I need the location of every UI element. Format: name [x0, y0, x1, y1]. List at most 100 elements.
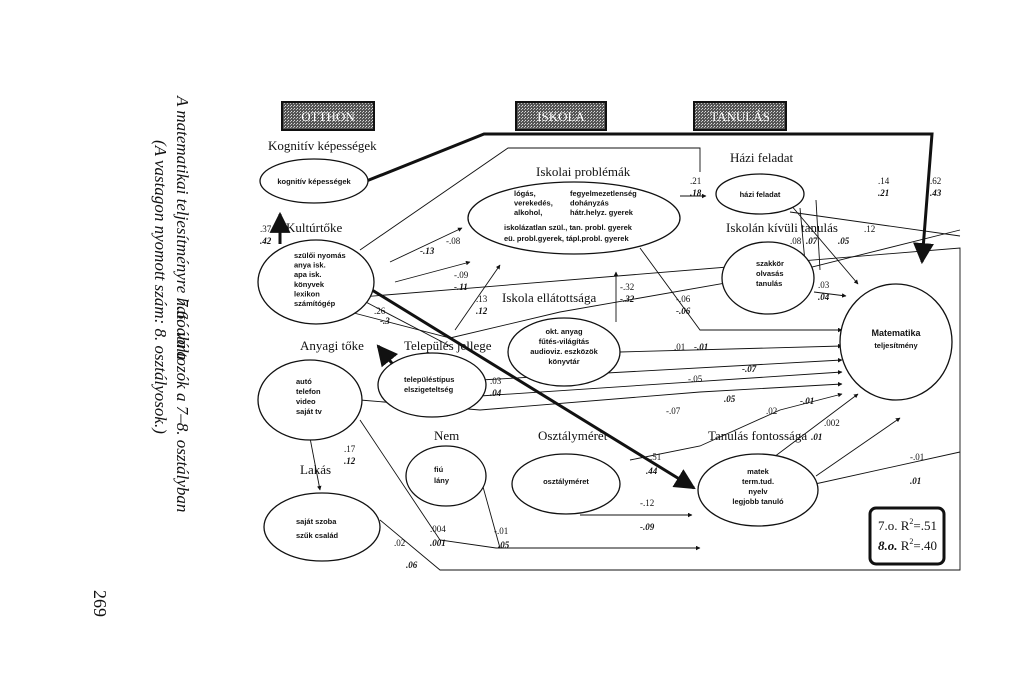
coefficient-c-01d: -.01: [494, 526, 508, 536]
figure-caption-line1: A matematikai teljesítményre ható változ…: [173, 96, 192, 513]
group-kivul: Iskolán kívüli tanulás: [726, 220, 838, 235]
coefficient-c-08a: -.08: [446, 236, 461, 246]
coefficient-c-42: .42: [260, 236, 272, 246]
header-tanulas-label: TANULÁS: [710, 109, 770, 124]
node-ellatottsag-line-2: audioviz. eszközök: [530, 347, 598, 356]
coefficient-c-43: .43: [930, 188, 942, 198]
coefficient-c-13a: -.13: [420, 246, 435, 256]
coefficients: .37.42-.13-.08-.09-.11.26-.3.13.12.21.18…: [260, 176, 942, 570]
header-otthon-label: OTTHON: [301, 109, 355, 124]
node-fontossag-line-1: term.tud.: [742, 477, 774, 486]
node-problemak-row-1-0: verekedés,: [514, 199, 553, 208]
coefficient-c-03a: .03: [818, 280, 830, 290]
coefficient-c-06c: .06: [406, 560, 418, 570]
node-lakas: [263, 492, 381, 562]
coefficient-c-06a: -.06: [676, 294, 691, 304]
coefficient-c-18: .18: [690, 188, 702, 198]
node-kulturtoke-line-2: apa isk.: [294, 270, 322, 279]
coefficient-c-01a: .01: [674, 342, 685, 352]
coefficient-c-06b: -.06: [676, 306, 691, 316]
node-anyagi-line-3: saját tv: [296, 407, 323, 416]
group-telepules: Település jellege: [404, 338, 492, 353]
node-fontossag: [697, 453, 819, 527]
figure-caption-line2: (A vastagon nyomott szám: 8. osztályosok…: [151, 140, 170, 434]
node-kulturtoke-line-0: szülői nyomás: [294, 251, 346, 260]
r2-box: 7.o. R2=.51 8.o. R2=.40: [868, 506, 946, 566]
node-kivul-line-1: olvasás: [756, 269, 784, 278]
coefficient-c-09: -.09: [454, 270, 469, 280]
coefficient-c-12c: .12: [344, 456, 356, 466]
coefficient-c-05b: -.05: [688, 374, 703, 384]
node-kognitiv-line-0: kognitív képességek: [277, 177, 351, 186]
node-kivul: [721, 241, 815, 315]
node-anyagi-line-0: autó: [296, 377, 312, 386]
coefficient-c-12b: .12: [864, 224, 875, 234]
coefficient-c-02b: .02: [394, 538, 405, 548]
coefficient-c-05a: .05: [838, 236, 850, 246]
coefficient-c-12a: .12: [476, 306, 488, 316]
coefficient-c-32b: -.32: [620, 294, 635, 304]
node-telepules-line-0: településtípus: [404, 375, 454, 384]
coefficient-c-01e: -.01: [910, 452, 924, 462]
node-problemak-extra-1: eü. probl.gyerek, tápl.probl. gyerek: [504, 234, 629, 243]
coefficient-c-07a: .07: [806, 236, 818, 246]
node-hazi-line-0: házi feladat: [740, 190, 781, 199]
node-ellatottsag: [507, 317, 621, 387]
node-anyagi-line-1: telefon: [296, 387, 321, 396]
node-problemak-row-2-1: hátr.helyz. gyerek: [570, 208, 634, 217]
node-ellatottsag-line-3: könyvtár: [548, 357, 579, 366]
node-nem-line-1: lány: [434, 476, 450, 485]
node-nem-line-0: fiú: [434, 465, 444, 474]
coefficient-c-004: .004: [430, 524, 446, 534]
coefficient-c-44: .44: [646, 466, 658, 476]
node-problemak-row-2-0: alkohol,: [514, 208, 542, 217]
coefficient-c-01f: .01: [910, 476, 921, 486]
group-kognitiv: Kognitív képességek: [268, 138, 377, 153]
header-iskola: ISKOLA: [515, 101, 607, 131]
node-problemak-row-1-1: dohányzás: [570, 199, 609, 208]
header-otthon: OTTHON: [281, 101, 375, 131]
coefficient-c-12d: -.12: [640, 498, 654, 508]
node-anyagi-line-2: video: [296, 397, 316, 406]
node-kulturtoke-line-3: könyvek: [294, 280, 325, 289]
node-matematika: [839, 283, 953, 401]
coefficient-c-04a: .04: [818, 292, 830, 302]
node-problemak-row-0-1: fegyelmezetlenség: [570, 189, 637, 198]
coefficient-c-37: .37: [260, 224, 272, 234]
node-kivul-line-0: szakkör: [756, 259, 784, 268]
node-kulturtoke-line-5: számítógép: [294, 299, 336, 308]
coefficient-c-08b: .08: [790, 236, 802, 246]
node-osztalymeret: [511, 453, 621, 515]
coefficient-c-32a: -.32: [620, 282, 634, 292]
node-kivul-line-2: tanulás: [756, 279, 782, 288]
group-hazi: Házi feladat: [730, 150, 794, 165]
coefficient-c-13b: .13: [476, 294, 488, 304]
r2-line-7: 7.o. R2=.51: [878, 517, 937, 533]
node-kulturtoke-line-4: lexikon: [294, 289, 320, 298]
group-lakas: Lakás: [300, 462, 331, 477]
node-ellatottsag-line-0: okt. anyag: [545, 327, 583, 336]
coefficient-c-02a: .02: [766, 406, 777, 416]
coefficient-c-62: .62: [930, 176, 941, 186]
group-problemak: Iskolai problémák: [536, 164, 631, 179]
group-ellatottsag: Iskola ellátottsága: [502, 290, 596, 305]
coefficient-c-3: -.3: [380, 316, 390, 326]
coefficient-c-14: .14: [878, 176, 890, 186]
coefficient-c-51: .51: [650, 452, 661, 462]
node-nem: [405, 445, 487, 507]
node-kognitiv: [259, 158, 369, 204]
header-tanulas: TANULÁS: [693, 101, 787, 131]
header-iskola-label: ISKOLA: [537, 109, 585, 124]
node-problemak-extra-0: iskolázatlan szül., tan. probl. gyerek: [504, 223, 633, 232]
node-osztalymeret-line-0: osztályméret: [543, 477, 589, 486]
node-fontossag-line-2: nyelv: [748, 487, 768, 496]
group-osztalymeret: Osztálymérét: [538, 428, 608, 443]
node-telepules: [377, 352, 487, 418]
coefficient-c-09b: -.09: [640, 522, 655, 532]
node-matematika-line-1: teljesítmény: [874, 341, 918, 350]
node-lakas-line-1: szűk család: [296, 531, 339, 540]
coefficient-c-11: -.11: [454, 282, 468, 292]
coefficient-c-002: .002: [824, 418, 840, 428]
